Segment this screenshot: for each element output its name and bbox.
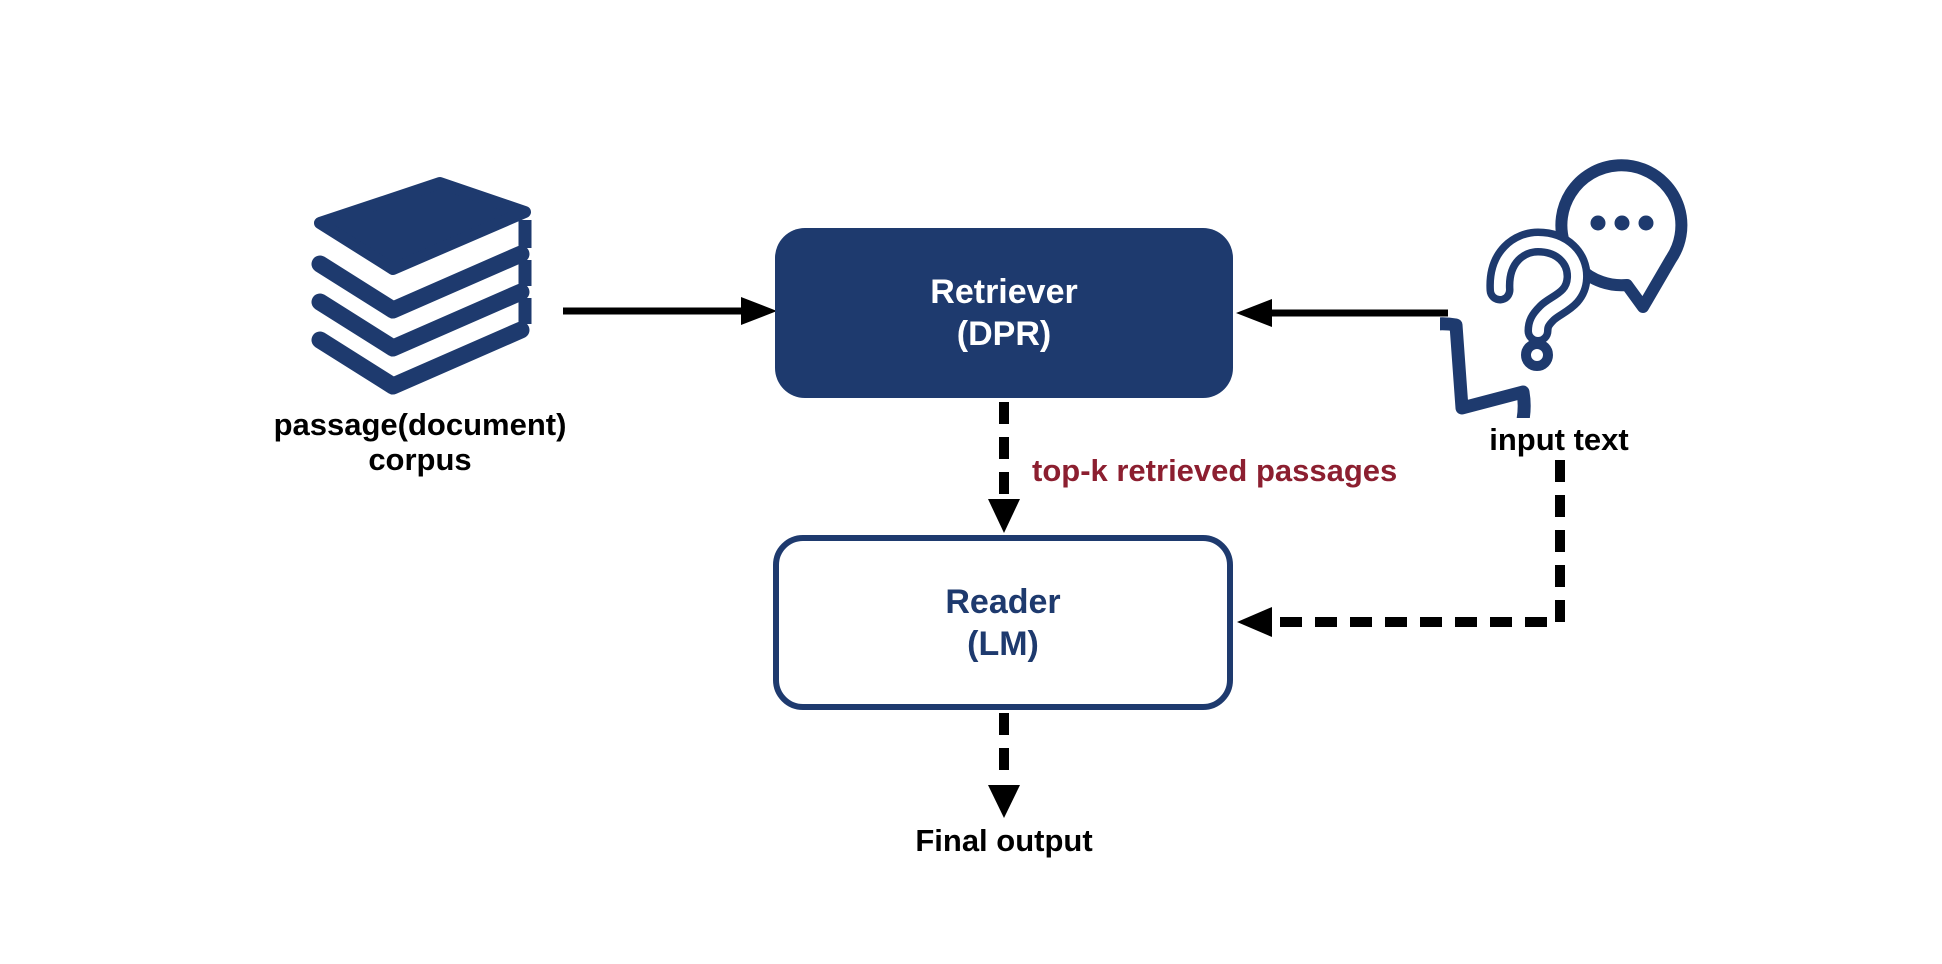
chat-dot-2 xyxy=(1614,215,1630,231)
question-speech-bubbles-icon xyxy=(1440,159,1688,418)
chat-dot-3 xyxy=(1638,215,1654,231)
edge-corpus-retriever-arrowhead xyxy=(741,297,777,325)
question-mark-core xyxy=(1493,235,1583,337)
book-top-cover xyxy=(314,177,531,275)
book-layer-2 xyxy=(311,283,530,357)
reader-title: Reader xyxy=(945,582,1061,621)
retriever-node: Retriever (DPR) xyxy=(775,228,1233,398)
corpus-label: passage(document) corpus xyxy=(273,407,567,477)
retriever-subtitle: (DPR) xyxy=(956,315,1052,353)
edge-input-retriever-arrowhead xyxy=(1236,299,1272,327)
reader-subtitle: (LM) xyxy=(967,624,1039,663)
question-mark-dot xyxy=(1521,339,1553,371)
chat-dot-1 xyxy=(1590,215,1606,231)
book-layer-3 xyxy=(311,321,530,395)
edge-reader-output-arrowhead xyxy=(988,785,1020,818)
edge-input-reader-line xyxy=(1274,460,1565,627)
reader-node: Reader (LM) xyxy=(773,535,1233,710)
input-text-label: input text xyxy=(1489,422,1629,457)
retriever-title: Retriever xyxy=(930,273,1078,311)
edge-retriever-reader-arrowhead xyxy=(988,499,1020,533)
topk-passages-label: top-k retrieved passages xyxy=(1032,453,1398,488)
books-icon xyxy=(311,177,532,395)
book-layer-1 xyxy=(311,245,530,319)
edge-input-reader-arrowhead xyxy=(1237,607,1272,637)
chat-bubble-large xyxy=(1440,317,1531,418)
final-output-label: Final output xyxy=(915,823,1093,858)
